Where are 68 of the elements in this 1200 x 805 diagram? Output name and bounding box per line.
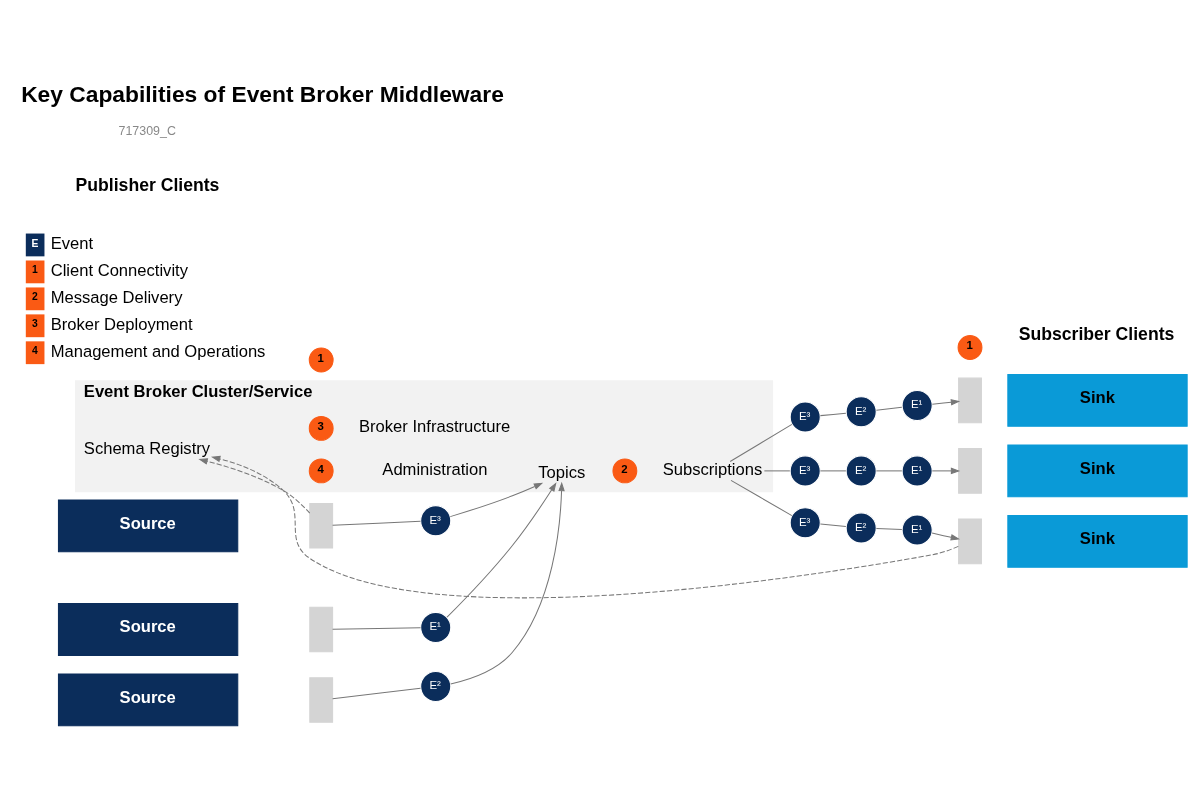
legend-label: Message Delivery bbox=[50, 287, 183, 307]
node-box bbox=[958, 447, 982, 494]
connector bbox=[332, 520, 421, 526]
node-box: Sink bbox=[1007, 373, 1188, 427]
node-text: Schema Registry bbox=[83, 438, 211, 458]
diagram-title: Key Capabilities of Event Broker Middleware bbox=[21, 80, 504, 106]
arrow bbox=[931, 532, 961, 540]
node-circle: 2 bbox=[612, 457, 638, 483]
node-box: Source bbox=[57, 602, 239, 656]
label: Subscriber Clients bbox=[1018, 323, 1175, 344]
node-text: Broker Infrastructure bbox=[359, 416, 511, 436]
node-circle: 3 bbox=[308, 415, 334, 441]
node-circle: E³ bbox=[789, 400, 821, 433]
connector bbox=[875, 406, 903, 411]
connector bbox=[819, 412, 847, 416]
node-circle: E³ bbox=[789, 454, 821, 486]
node-circle: E² bbox=[420, 670, 452, 702]
label: E bbox=[31, 237, 39, 248]
node-box bbox=[309, 676, 334, 723]
node-circle: E¹ bbox=[901, 513, 933, 545]
label: 717309_C bbox=[118, 123, 176, 138]
arrow bbox=[450, 481, 565, 684]
node-circle: E¹ bbox=[901, 389, 933, 421]
connector bbox=[332, 687, 421, 699]
node-circle: 1 bbox=[308, 347, 334, 372]
node-circle: 1 bbox=[957, 334, 983, 360]
node-text: Administration bbox=[382, 459, 488, 479]
label: 3 bbox=[32, 317, 38, 329]
node-circle: E² bbox=[845, 395, 877, 427]
node-text: Subscriptions bbox=[662, 459, 763, 479]
legend-label: Broker Deployment bbox=[50, 314, 193, 334]
legend-label: Client Connectivity bbox=[50, 260, 188, 280]
label: 1 bbox=[32, 263, 38, 275]
node-circle: E³ bbox=[789, 506, 821, 538]
connector bbox=[763, 469, 791, 471]
node-circle: E¹ bbox=[901, 454, 933, 486]
node-box bbox=[958, 377, 982, 423]
node-circle: E¹ bbox=[420, 611, 452, 643]
legend-label: Event bbox=[50, 233, 94, 253]
label: 4 bbox=[32, 344, 38, 356]
node-box: Sink bbox=[1007, 514, 1188, 568]
label: 2 bbox=[32, 290, 38, 302]
node-box bbox=[309, 606, 334, 652]
node-box bbox=[309, 502, 334, 549]
connector bbox=[875, 527, 903, 530]
arrow bbox=[931, 398, 961, 405]
arrow bbox=[446, 481, 557, 618]
node-box bbox=[958, 518, 982, 564]
arrow bbox=[198, 457, 311, 514]
node-circle: E² bbox=[845, 454, 877, 486]
connector bbox=[819, 469, 847, 471]
connector bbox=[730, 479, 793, 516]
node-circle: E² bbox=[845, 511, 877, 543]
arrow bbox=[931, 467, 961, 474]
label: Publisher Clients bbox=[75, 174, 220, 195]
node-box: Source bbox=[57, 498, 239, 552]
arrow bbox=[449, 482, 544, 517]
node-box: Source bbox=[57, 673, 239, 726]
node-circle: E³ bbox=[420, 504, 452, 536]
node-box: Sink bbox=[1007, 443, 1188, 497]
node-circle: 4 bbox=[308, 457, 334, 483]
connector bbox=[819, 523, 847, 527]
node-text: Topics bbox=[538, 462, 586, 482]
legend-label: Management and Operations bbox=[50, 341, 266, 361]
arrow bbox=[211, 455, 959, 598]
connector bbox=[875, 469, 903, 471]
connector bbox=[729, 423, 793, 462]
connector bbox=[332, 626, 421, 630]
